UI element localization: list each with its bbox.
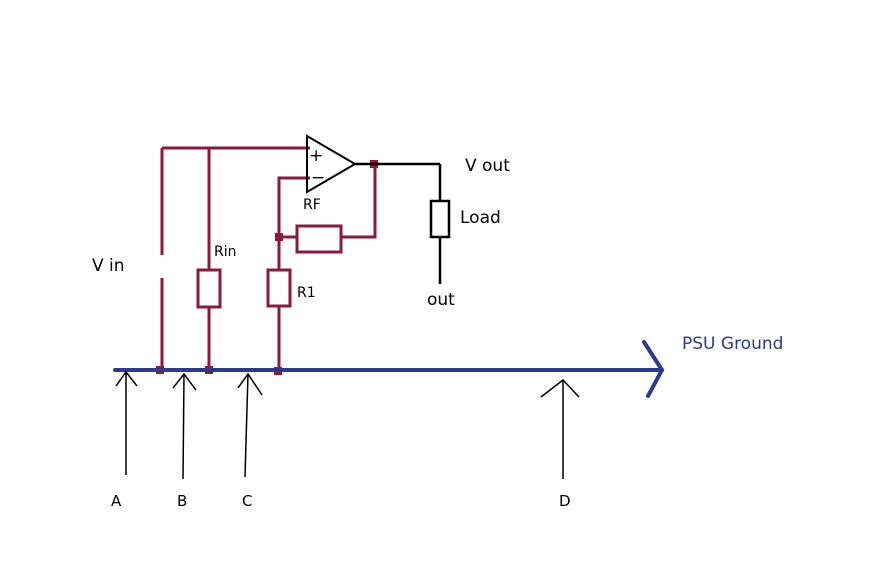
pointer-label-a: A bbox=[111, 492, 122, 510]
vin-label: V in bbox=[92, 256, 125, 276]
psu-ground-rail bbox=[113, 340, 665, 398]
rf-resistor bbox=[295, 224, 343, 254]
op-amp-minus-sign: − bbox=[311, 168, 325, 188]
pointer-arrow-c bbox=[237, 372, 263, 478]
op-amp-triangle bbox=[306, 134, 357, 194]
psu-ground-label: PSU Ground bbox=[682, 334, 784, 354]
pointer-label-b: B bbox=[177, 492, 188, 510]
rin-resistor bbox=[196, 268, 222, 309]
rin-label: Rin bbox=[214, 244, 237, 260]
pointer-arrow-a bbox=[115, 370, 138, 475]
vout-label: V out bbox=[465, 156, 510, 176]
rf-wire-right bbox=[341, 164, 377, 239]
r1-resistor bbox=[266, 268, 292, 308]
circuit-wiring bbox=[160, 146, 377, 370]
r1-label: R1 bbox=[297, 285, 316, 301]
pointer-label-d: D bbox=[559, 492, 571, 510]
pointer-arrow-b bbox=[172, 372, 197, 480]
rf-label: RF bbox=[303, 197, 321, 213]
load-resistor bbox=[429, 199, 451, 239]
ground-arrowhead bbox=[642, 340, 665, 398]
out-label: out bbox=[427, 290, 455, 310]
pointer-label-c: C bbox=[242, 492, 253, 510]
load-label: Load bbox=[460, 208, 501, 228]
op-amp bbox=[306, 134, 357, 194]
op-amp-plus-sign: + bbox=[309, 146, 323, 166]
output-wiring bbox=[355, 162, 451, 284]
junction-dots bbox=[156, 160, 378, 375]
pointer-arrow-d bbox=[540, 378, 580, 479]
junction-dot bbox=[275, 233, 283, 241]
pointer-arrows bbox=[115, 370, 580, 480]
minus-input-wire bbox=[277, 176, 310, 237]
